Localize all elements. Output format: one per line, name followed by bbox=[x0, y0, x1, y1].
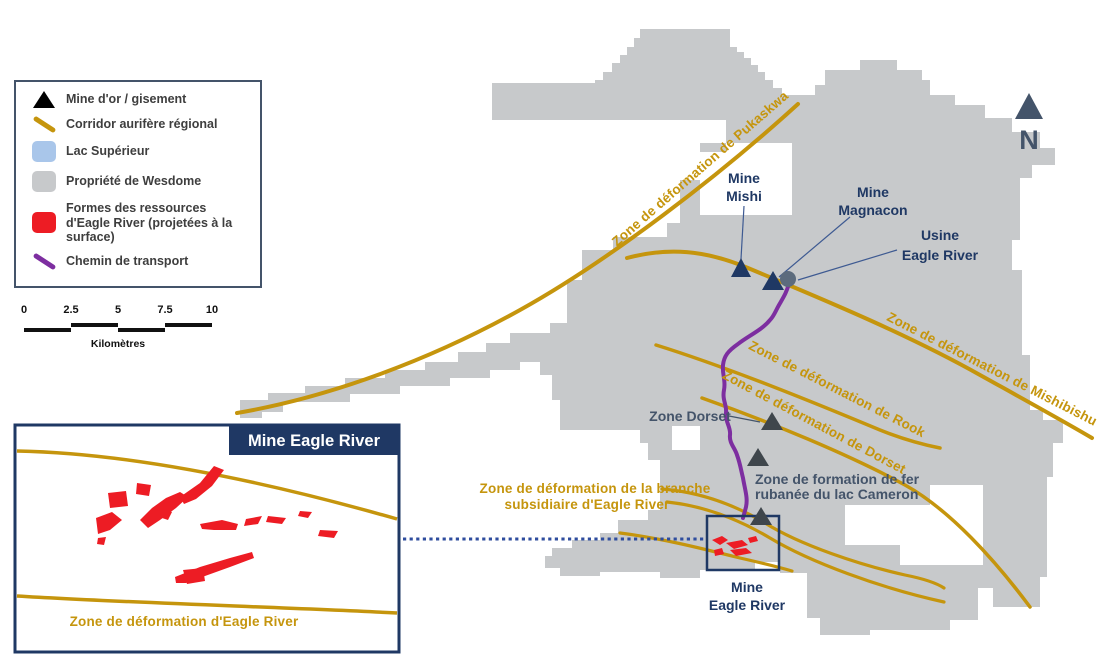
mine-eagle-river-outline-box bbox=[705, 514, 781, 572]
legend-label-mine: Mine d'or / gisement bbox=[66, 92, 187, 107]
scale-tick-7-5: 7.5 bbox=[157, 304, 173, 316]
inset-frame bbox=[13, 423, 401, 654]
gold-corridor-line-icon bbox=[32, 115, 56, 134]
magnacon-label-line2: Magnacon bbox=[838, 202, 907, 218]
cameron-zone-label-line1: Zone de formation de fer bbox=[755, 471, 920, 487]
mishibishu-line bbox=[625, 249, 1094, 440]
legend-item-resources: Formes des ressources d'Eagle River (pro… bbox=[22, 201, 252, 245]
dorset-line bbox=[700, 396, 1032, 609]
inset-gold-line-bottom bbox=[16, 594, 398, 615]
magnacon-label-line1: Mine bbox=[857, 184, 889, 200]
inset-title: Mine Eagle River bbox=[248, 432, 381, 450]
scale-tick-2-5: 2.5 bbox=[63, 304, 79, 316]
transport-road bbox=[720, 281, 791, 520]
gold-corridor-lines bbox=[235, 102, 1094, 609]
eagle-river-mine-triangle-icon bbox=[750, 507, 772, 525]
scale-segment-3 bbox=[118, 328, 165, 332]
legend-label-corridor: Corridor aurifère régional bbox=[66, 117, 218, 131]
mine-eagle-river-inset: Mine Eagle River Zone de déformation d'E… bbox=[13, 423, 401, 654]
scale-tick-5: 5 bbox=[114, 304, 122, 316]
property-swatch-icon bbox=[32, 170, 56, 192]
legend-label-resources: Formes des ressources d'Eagle River (pro… bbox=[66, 200, 233, 245]
leader-lines bbox=[728, 205, 898, 423]
branch-zone-label-line2: subsidiaire d'Eagle River bbox=[504, 497, 670, 512]
usine-label-line1: Usine bbox=[921, 227, 959, 243]
zone-dorset-label: Zone Dorset bbox=[649, 408, 731, 424]
mishi-label-line2: Mishi bbox=[726, 188, 762, 204]
legend-label-lake: Lac Supérieur bbox=[66, 143, 150, 158]
site-markers bbox=[731, 258, 796, 525]
scale-unit-label: Kilomètres bbox=[90, 338, 146, 350]
mishi-leader-line bbox=[740, 205, 745, 260]
resource-shapes-inset bbox=[96, 466, 338, 584]
wesdome-property-polygon bbox=[240, 29, 1063, 635]
scale-tick-0: 0 bbox=[20, 304, 28, 316]
mine-eagle-river-label-line2: Eagle River bbox=[709, 597, 786, 613]
legend-label-property: Propriété de Wesdome bbox=[66, 173, 202, 188]
usine-eagle-river-mill-icon bbox=[780, 271, 796, 287]
inset-title-bar bbox=[229, 424, 399, 455]
lake-swatch-icon bbox=[32, 140, 56, 162]
legend-label-transport: Chemin de transport bbox=[66, 254, 189, 268]
scale-bar: 0 2.5 5 7.5 10 Kilomètres bbox=[20, 302, 236, 352]
mine-triangle-icon bbox=[33, 91, 55, 108]
north-arrow-label: N bbox=[1019, 125, 1039, 155]
magnacon-leader-line bbox=[778, 216, 851, 278]
legend-item-corridor: Corridor aurifère régional bbox=[22, 115, 252, 134]
legend-item-mine: Mine d'or / gisement bbox=[22, 91, 252, 108]
legend-item-transport: Chemin de transport bbox=[22, 252, 252, 271]
cameron-zone-label-line2: rubanée du lac Cameron bbox=[755, 486, 918, 502]
branch-line-upper bbox=[660, 487, 946, 590]
legend-item-lake: Lac Supérieur bbox=[22, 140, 252, 162]
transport-road-line-icon bbox=[32, 252, 56, 271]
mishi-mine-triangle-icon bbox=[731, 258, 751, 277]
branch-zone-label-line1: Zone de déformation de la branche bbox=[480, 481, 711, 496]
mine-eagle-river-label-line1: Mine bbox=[731, 579, 763, 595]
branch-line-lower bbox=[665, 500, 946, 604]
inset-gold-line-top bbox=[16, 449, 398, 521]
cameron-triangle-icon bbox=[747, 448, 769, 466]
usine-label-line2: Eagle River bbox=[902, 247, 979, 263]
north-arrow: N bbox=[1015, 93, 1043, 155]
north-arrow-icon bbox=[1015, 93, 1043, 119]
resources-swatch-icon bbox=[32, 212, 56, 234]
usine-leader-line bbox=[797, 249, 898, 281]
pukaskwa-line bbox=[235, 102, 800, 415]
magnacon-mine-triangle-icon bbox=[762, 271, 784, 290]
zone-dorset-leader-line bbox=[728, 415, 761, 423]
site-labels: Mine Mishi Mine Magnacon Usine Eagle Riv… bbox=[709, 170, 979, 613]
zone-dorset-triangle-icon bbox=[761, 412, 783, 430]
scale-segment-2 bbox=[71, 323, 118, 327]
inset-zone-label: Zone de déformation d'Eagle River bbox=[70, 614, 299, 629]
scale-segment-4 bbox=[165, 323, 212, 327]
legend-item-property: Propriété de Wesdome bbox=[22, 170, 252, 192]
rook-line bbox=[654, 343, 942, 450]
scale-tick-10: 10 bbox=[205, 304, 219, 316]
mishi-label-line1: Mine bbox=[728, 170, 760, 186]
legend-box: Mine d'or / gisement Corridor aurifère r… bbox=[14, 80, 262, 288]
resource-shapes-main bbox=[712, 536, 758, 556]
scale-segment-1 bbox=[24, 328, 71, 332]
